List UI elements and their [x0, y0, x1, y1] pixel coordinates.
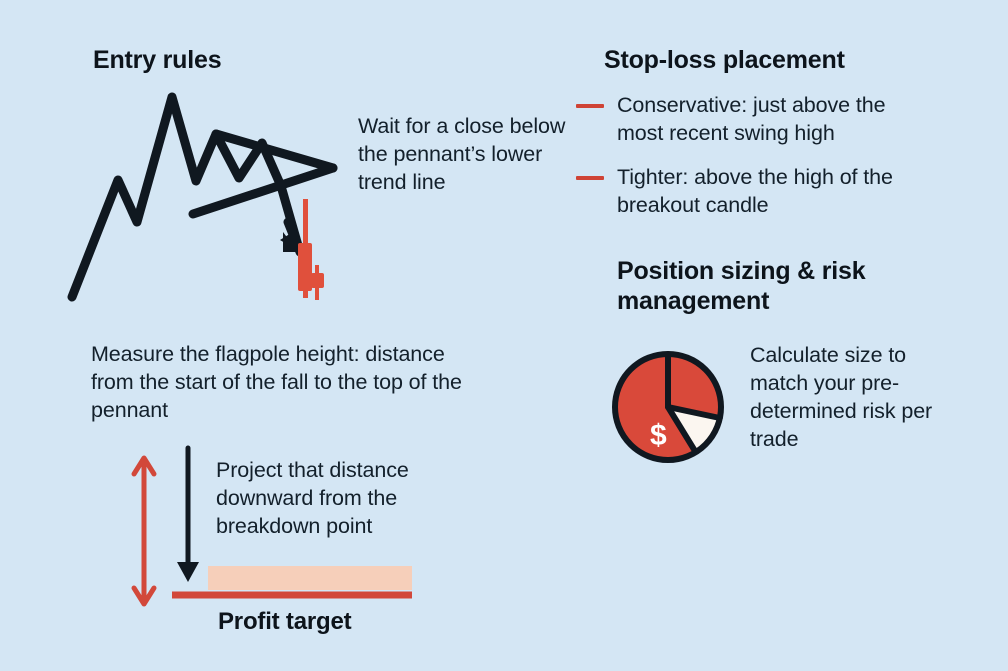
stop-loss-item: Tighter: above the high of the breakout …	[576, 164, 976, 220]
dash-bullet-icon	[576, 104, 604, 108]
projection-note: Project that distance downward from the …	[216, 458, 409, 538]
risk-pie-chart: $	[612, 351, 724, 463]
projection-arrow-icon	[177, 445, 199, 582]
position-sizing-heading: Position sizing & risk management	[617, 257, 866, 315]
position-sizing-note: Calculate size to match your pre-determi…	[750, 343, 933, 451]
upper-trend-line	[211, 129, 338, 173]
flagpole-height-arrow-icon	[131, 455, 157, 607]
profit-target-diagram	[131, 445, 412, 607]
pie-outline	[612, 351, 724, 463]
dash-bullet-icon	[576, 175, 604, 180]
pennant-pattern-chart	[67, 92, 338, 302]
profit-target-label: Profit target	[218, 608, 352, 635]
breakout-candle-icon	[298, 199, 312, 298]
stop-loss-item-label: Conservative: just above the most recent…	[617, 93, 886, 145]
pie-center-label: $	[650, 419, 667, 452]
follow-through-candle-icon	[311, 265, 324, 300]
stop-loss-heading: Stop-loss placement	[604, 46, 845, 74]
stop-loss-item: Conservative: just above the most recent…	[576, 92, 976, 148]
measure-flagpole-note: Measure the flagpole height: distance fr…	[91, 342, 462, 422]
profit-target-band	[208, 566, 412, 590]
entry-rules-heading: Entry rules	[93, 46, 222, 74]
price-zigzag-path	[67, 92, 304, 302]
entry-rules-note: Wait for a close below the pennant’s low…	[358, 114, 566, 194]
lower-trend-line	[188, 163, 338, 219]
stop-loss-list: Conservative: just above the most recent…	[576, 92, 976, 220]
stop-loss-item-label: Tighter: above the high of the breakout …	[617, 164, 893, 217]
pie-slice-dividers	[665, 351, 723, 454]
